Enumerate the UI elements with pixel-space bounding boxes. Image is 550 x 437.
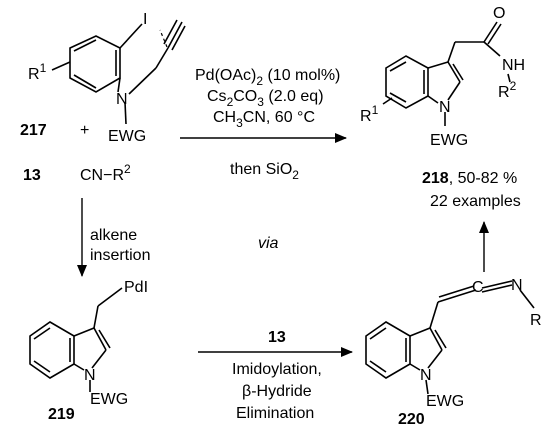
via-label: via <box>258 235 279 252</box>
iodo-label: I <box>143 11 147 28</box>
structure-217 <box>51 19 186 125</box>
compound-217-label: 217 <box>20 122 47 139</box>
condition-imidoylation: Imidoylation, <box>232 361 322 378</box>
product-examples: 22 examples <box>430 193 521 210</box>
r-label-220: R <box>530 312 542 329</box>
ewg-label-217: EWG <box>108 128 146 145</box>
structure-220 <box>365 280 535 395</box>
compound-219-label: 219 <box>48 406 75 423</box>
condition-beta-hydride: β-Hydride <box>242 383 312 400</box>
c-label-220: C <box>472 279 484 296</box>
o-label-218: O <box>493 5 505 22</box>
structure-218 <box>382 21 511 126</box>
plus-sign: + <box>80 122 89 139</box>
nh-label-218: NH <box>502 57 525 74</box>
condition-solvent: CH3CN, 60 °C <box>213 109 315 130</box>
n-label-217: N <box>116 91 128 108</box>
pdi-label: PdI <box>124 279 148 296</box>
compound-13-label: 13 <box>23 167 41 184</box>
product-yield: 218, 50-82 % <box>422 170 517 187</box>
condition-base: Cs2CO3 (2.0 eq) <box>207 88 324 109</box>
isocyanide-label: CN−R2 <box>80 162 131 184</box>
condition-reagent-13: 13 <box>268 329 286 346</box>
condition-workup: then SiO2 <box>230 161 299 182</box>
condition-insertion: insertion <box>90 247 150 264</box>
ewg-label-218: EWG <box>430 132 468 149</box>
condition-catalyst: Pd(OAc)2 (10 mol%) <box>195 67 340 88</box>
ewg-label-220: EWG <box>426 393 464 410</box>
condition-elimination: Elimination <box>236 405 314 422</box>
n-label-220: N <box>420 367 432 384</box>
n-imine-label-220: N <box>511 277 523 294</box>
condition-alkene: alkene <box>90 227 137 244</box>
structure-219 <box>29 287 123 392</box>
n-label-218: N <box>439 99 451 116</box>
r1-label: R1 <box>28 61 47 83</box>
n-label-219: N <box>84 367 96 384</box>
compound-220-label: 220 <box>398 411 425 428</box>
r1-label-218: R1 <box>360 103 379 125</box>
ewg-label-219: EWG <box>90 391 128 408</box>
r2-label-218: R2 <box>498 79 517 101</box>
